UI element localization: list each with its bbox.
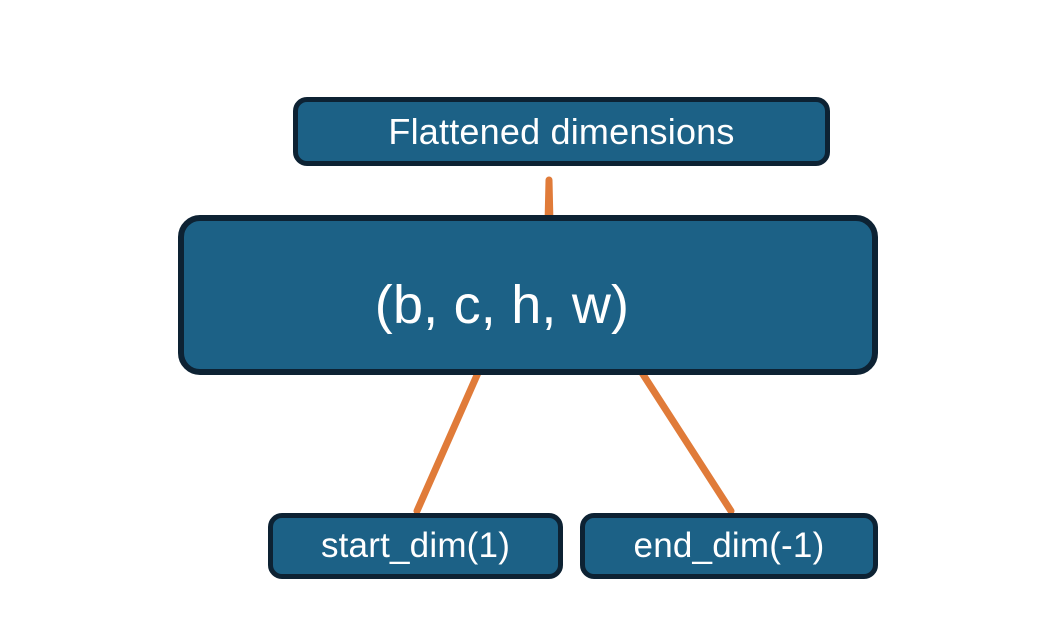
node-end-dim-label: end_dim(-1): [633, 525, 825, 565]
node-tensor-shape[interactable]: (b, c, h, w): [178, 215, 878, 375]
node-flattened-dimensions[interactable]: Flattened dimensions: [293, 97, 830, 166]
node-flattened-dimensions-label: Flattened dimensions: [388, 110, 735, 152]
node-end-dim[interactable]: end_dim(-1): [580, 513, 878, 579]
node-start-dim[interactable]: start_dim(1): [268, 513, 563, 579]
node-tensor-shape-label: (b, c, h, w): [374, 275, 630, 335]
node-start-dim-label: start_dim(1): [320, 525, 511, 565]
